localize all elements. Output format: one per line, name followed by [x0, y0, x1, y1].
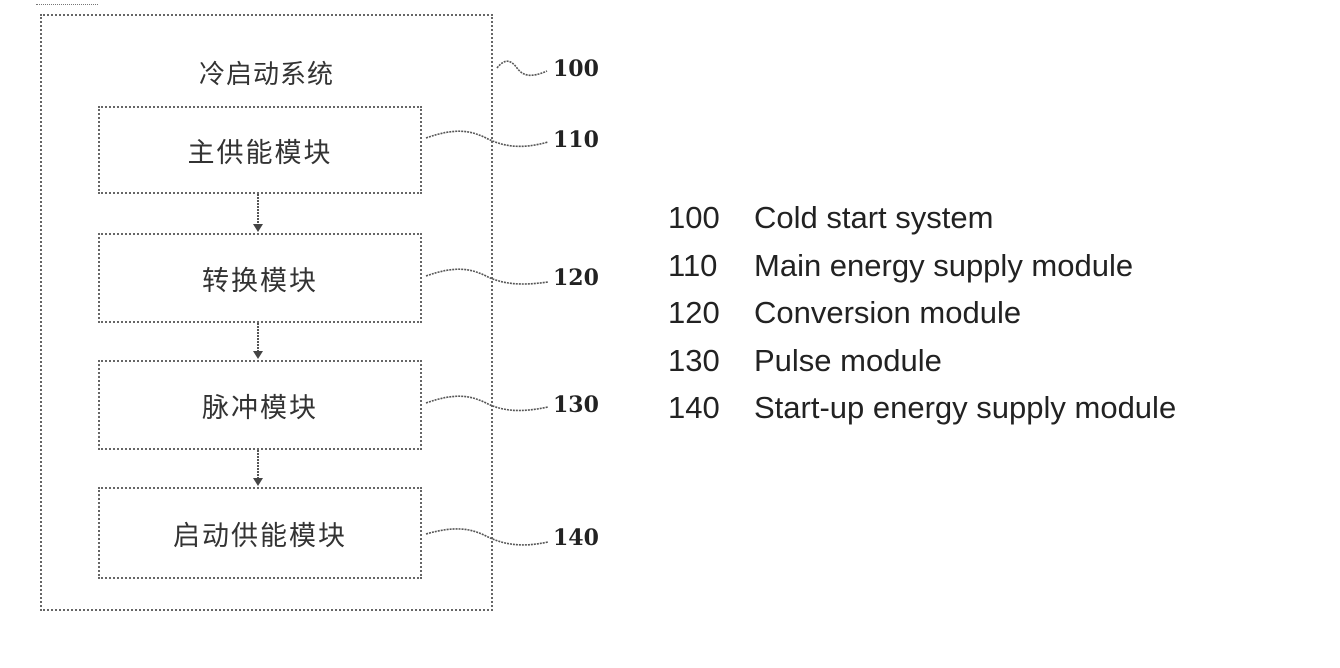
legend-item: 140Start-up energy supply module: [668, 390, 1176, 438]
figure-label-fragment: [36, 0, 98, 5]
legend-item: 130Pulse module: [668, 343, 1176, 391]
legend-text: Cold start system: [754, 200, 993, 235]
legend-text: Start-up energy supply module: [754, 390, 1176, 425]
leader-line-120: [424, 264, 550, 292]
legend-text: Pulse module: [754, 343, 942, 378]
module-label: 启动供能模块: [173, 514, 347, 553]
startup-energy-supply-module-box: 启动供能模块: [98, 487, 422, 579]
module-label: 转换模块: [202, 259, 318, 298]
leader-line-140: [424, 524, 550, 552]
flow-arrow-130-to-140: [250, 450, 266, 487]
flow-arrow-120-to-130: [250, 323, 266, 360]
conversion-module-box: 转换模块: [98, 233, 422, 323]
legend-item: 100Cold start system: [668, 200, 1176, 248]
reference-numeral-140: 140: [553, 525, 599, 551]
legend-code: 100: [668, 200, 754, 236]
leader-line-100: [495, 58, 550, 82]
reference-numeral-130: 130: [553, 392, 599, 418]
legend-item: 120Conversion module: [668, 295, 1176, 343]
pulse-module-box: 脉冲模块: [98, 360, 422, 450]
legend-code: 140: [668, 390, 754, 426]
module-label: 脉冲模块: [202, 386, 318, 425]
legend-code: 120: [668, 295, 754, 331]
system-title: 冷启动系统: [40, 54, 493, 91]
reference-numeral-110: 110: [553, 127, 599, 153]
main-energy-supply-module-box: 主供能模块: [98, 106, 422, 194]
legend: 100Cold start system 110Main energy supp…: [668, 200, 1176, 438]
reference-numeral-100: 100: [553, 56, 599, 82]
legend-text: Conversion module: [754, 295, 1021, 330]
module-label: 主供能模块: [188, 131, 333, 170]
flow-arrow-110-to-120: [250, 194, 266, 233]
legend-code: 130: [668, 343, 754, 379]
leader-line-130: [424, 391, 550, 419]
leader-line-110: [424, 126, 550, 154]
legend-text: Main energy supply module: [754, 248, 1133, 283]
legend-code: 110: [668, 248, 754, 284]
legend-item: 110Main energy supply module: [668, 248, 1176, 296]
reference-numeral-120: 120: [553, 265, 599, 291]
